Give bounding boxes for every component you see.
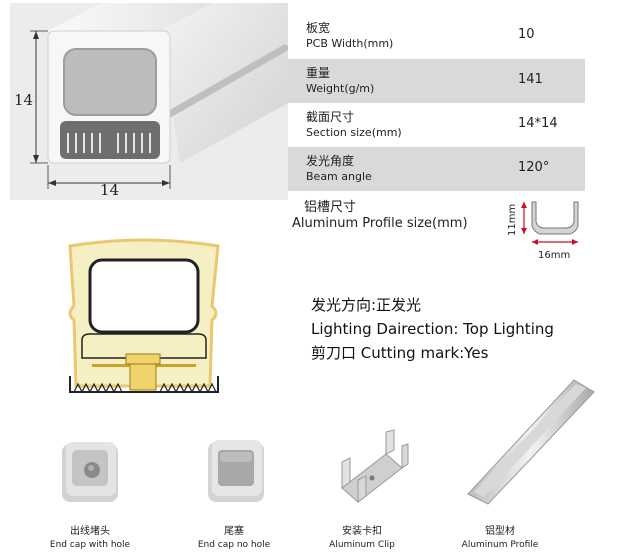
accessory-label-cn: 安装卡扣	[342, 526, 382, 537]
height-dim-label: 14	[14, 91, 33, 109]
spec-label-cn: 板宽	[306, 21, 331, 35]
accessory-label-cn: 出线堵头	[70, 526, 110, 537]
spec-label-cn: 重量	[306, 66, 331, 80]
accessory-label-aluminum-clip: 安装卡扣 Aluminum Clip	[292, 522, 432, 550]
spec-label-en: PCB Width(mm)	[306, 37, 394, 50]
spec-label-en: Weight(g/m)	[306, 82, 375, 95]
spec-label-en: Section size(mm)	[306, 126, 402, 139]
profile-render-svg: 14 14	[14, 0, 289, 199]
led-chip	[125, 353, 161, 365]
cross-section-drawing	[62, 236, 226, 398]
accessory-label-en: Aluminum Clip	[329, 540, 395, 550]
aluminum-profile-diagram: 11mm 16mm	[500, 192, 600, 264]
accessory-label-end-cap-no-hole: 尾塞 End cap no hole	[164, 522, 304, 550]
end-cap-no-hole-image	[204, 436, 268, 506]
aluminum-profile-label-cn: 铝槽尺寸	[304, 200, 357, 215]
accessory-label-cn: 尾塞	[224, 526, 244, 537]
cutting-mark: 剪刀口 Cutting mark:Yes	[311, 344, 489, 362]
lighting-direction-en: Lighting Dairection: Top Lighting	[311, 320, 554, 338]
accessory-label-en: Aluminum Profile	[461, 540, 539, 550]
accessory-label-en: End cap no hole	[197, 540, 271, 550]
accessory-label-end-cap-with-hole: 出线堵头 End cap with hole	[20, 522, 160, 550]
spec-value: 120°	[518, 160, 550, 175]
aluminum-profile-svg: 11mm 16mm	[507, 201, 579, 261]
alu-width-label: 16mm	[538, 250, 570, 261]
accessory-label-aluminum-profile: 铝型材 Aluminum Profile	[430, 522, 570, 550]
spec-value: 14*14	[518, 116, 558, 131]
extrusion-top	[48, 0, 219, 31]
spec-value: 10	[518, 27, 535, 42]
teeth	[73, 382, 217, 394]
accessory-label-cn: 铝型材	[485, 526, 515, 537]
spec-label-cn: 发光角度	[306, 154, 355, 168]
spec-row-beam-angle: 发光角度 Beam angle 120°	[288, 147, 585, 191]
profile-render: 14 14	[10, 0, 289, 200]
cross-section-svg	[68, 238, 220, 394]
alu-height-label: 11mm	[507, 204, 518, 236]
ridges	[67, 133, 151, 153]
aluminum-profile-label-en: Aluminum Profile size(mm)	[292, 216, 468, 231]
spec-value: 141	[518, 72, 543, 87]
aluminum-profile-image	[462, 368, 598, 508]
spec-label-en: Beam angle	[306, 170, 372, 183]
window-cavity	[88, 258, 200, 334]
spec-row-weight: 重量 Weight(g/m) 141	[288, 59, 585, 103]
spec-row-section-size: 截面尺寸 Section size(mm) 14*14	[288, 103, 585, 147]
accessory-label-en: End cap with hole	[49, 540, 131, 550]
aluminum-clip-image	[336, 428, 412, 514]
width-dim-label: 14	[100, 181, 119, 199]
end-cap-with-hole-image	[58, 438, 122, 506]
lighting-direction-cn: 发光方向:正发光	[311, 296, 422, 314]
spec-label-cn: 截面尺寸	[306, 110, 355, 124]
spec-row-pcb-width: 板宽 PCB Width(mm) 10	[288, 14, 585, 58]
front-window	[63, 48, 157, 116]
side-rib	[164, 44, 289, 119]
lighting-info: 发光方向:正发光 Lighting Dairection: Top Lighti…	[311, 293, 554, 365]
